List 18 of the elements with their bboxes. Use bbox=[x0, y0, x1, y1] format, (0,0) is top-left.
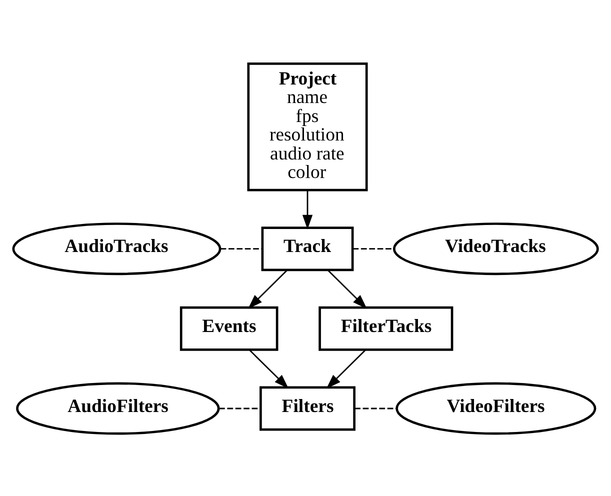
arrow bbox=[248, 348, 289, 388]
arrow bbox=[302, 190, 313, 229]
node-box: Track bbox=[261, 226, 354, 271]
connector bbox=[219, 407, 260, 409]
node-box: Events bbox=[180, 306, 278, 350]
connector bbox=[352, 248, 394, 250]
node-ellipse: VideoFilters bbox=[396, 382, 596, 434]
node-box: FilterTacks bbox=[318, 306, 454, 350]
node-ellipse: AudioTracks bbox=[12, 222, 222, 275]
connector bbox=[220, 248, 262, 250]
connector bbox=[354, 407, 397, 409]
node-ellipse: VideoTracks bbox=[393, 222, 599, 275]
node-box: Filters bbox=[260, 386, 356, 430]
arrow bbox=[326, 348, 366, 388]
arrow bbox=[327, 268, 368, 308]
node-ellipse: AudioFilters bbox=[16, 382, 220, 434]
node-box: Project name fps resolution audio rate color bbox=[247, 62, 368, 191]
arrow bbox=[248, 268, 288, 308]
